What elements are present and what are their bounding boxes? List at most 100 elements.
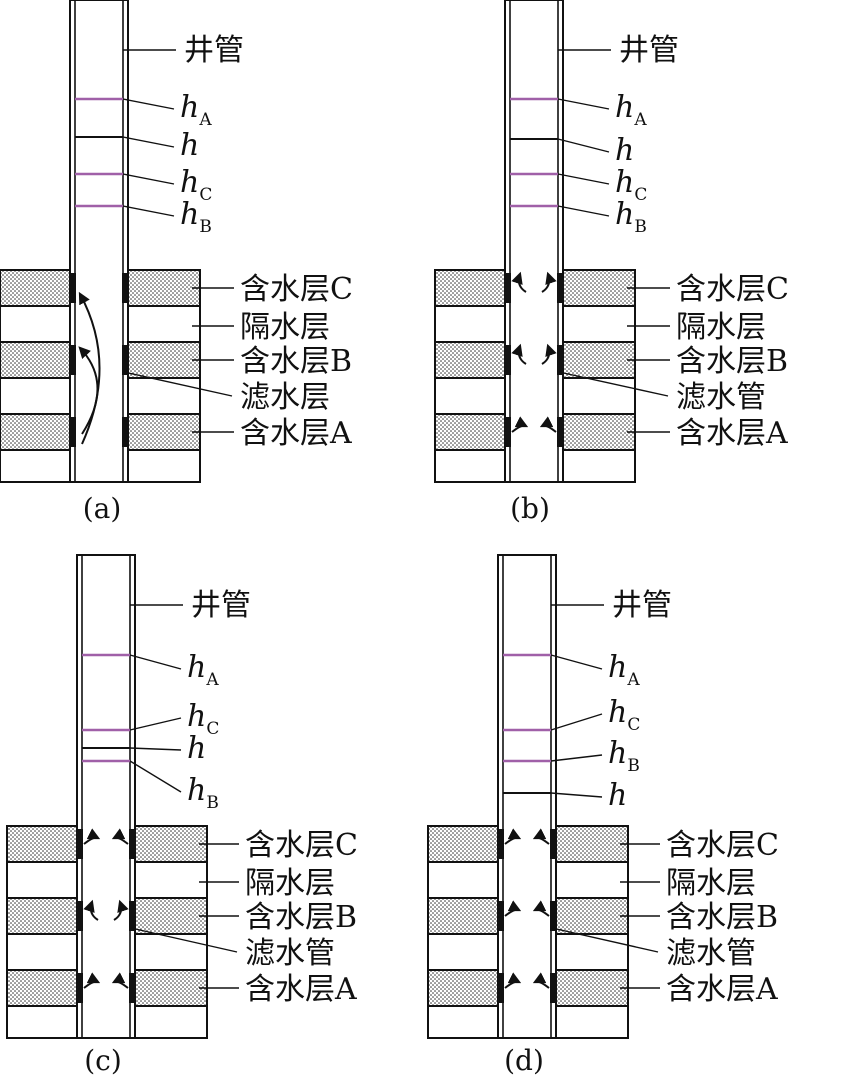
flow-arrow (541, 343, 557, 365)
aquitard-block (0, 449, 71, 483)
aquitard-block (562, 449, 636, 483)
filter-screen-right (122, 417, 127, 447)
leader-filter (551, 927, 659, 953)
aquitard-block (427, 1005, 499, 1039)
aquitard-block (134, 1005, 208, 1039)
aquitard-block (434, 449, 506, 483)
aquifer-block (127, 269, 201, 307)
filter-screen-left (71, 273, 76, 303)
label-well-pipe: 井管 (184, 33, 244, 68)
aquifer-block (6, 825, 78, 863)
aquitard-block (555, 933, 629, 971)
label-hB: hB (615, 197, 647, 237)
filter-screen-left (78, 973, 83, 1003)
leader-h (129, 747, 182, 751)
panel-caption: (d) (504, 1044, 544, 1077)
filter-screen-left (499, 973, 504, 1003)
aquitard-block (6, 933, 78, 971)
label-layer: 滤水管 (245, 936, 335, 971)
aquifer-block (434, 341, 506, 379)
aquifer-block (555, 897, 629, 935)
leader-h (122, 136, 175, 148)
flow-arrow (532, 972, 550, 989)
label-hA: hA (615, 90, 647, 130)
leader-filter (130, 927, 238, 953)
label-layer: 隔水层 (240, 310, 330, 345)
leader-hA (557, 98, 610, 110)
leader-hB (129, 760, 182, 793)
aquitard-block (555, 1005, 629, 1039)
flow-arrow (111, 972, 129, 989)
aquitard-block (127, 377, 201, 415)
aquitard-block (562, 377, 636, 415)
label-layer: 滤水层 (240, 380, 330, 415)
leader-hC (122, 173, 175, 185)
label-hA: hA (608, 650, 640, 690)
leader-filter (123, 371, 233, 397)
filter-screen-left (78, 901, 83, 931)
flow-arrow (541, 271, 557, 293)
leader-hB (122, 205, 175, 217)
label-layer: 含水层A (676, 416, 788, 451)
label-h: h (187, 731, 206, 766)
aquitard-block (127, 305, 201, 343)
label-hA: hA (180, 90, 212, 130)
label-layer: 含水层B (676, 344, 788, 379)
panel-caption: (c) (84, 1044, 122, 1077)
filter-screen-left (506, 273, 511, 303)
filter-screen-left (506, 417, 511, 447)
flow-arrow (532, 900, 550, 917)
aquitard-block (427, 933, 499, 971)
aquitard-block (127, 449, 201, 483)
label-layer: 滤水管 (676, 380, 766, 415)
filter-screen-right (557, 273, 562, 303)
label-layer: 含水层C (245, 828, 358, 863)
label-layer: 含水层A (240, 416, 352, 451)
leader-filter (558, 371, 669, 397)
aquifer-block (134, 969, 208, 1007)
label-well-pipe: 井管 (191, 588, 251, 623)
leader-hA (129, 654, 182, 670)
filter-screen-right (557, 345, 562, 375)
aquitard-block (555, 861, 629, 899)
label-hB: hB (608, 736, 640, 776)
label-layer: 隔水层 (666, 866, 756, 901)
aquifer-block (134, 825, 208, 863)
aquifer-block (434, 269, 506, 307)
flow-arrow (539, 416, 557, 433)
aquifer-block (427, 825, 499, 863)
flow-arrow (511, 343, 527, 365)
aquifer-block (134, 897, 208, 935)
filter-screen-right (129, 973, 134, 1003)
leader-hA (122, 98, 175, 110)
label-layer: 含水层A (245, 972, 357, 1007)
label-hC: hC (180, 165, 212, 205)
filter-screen-left (78, 829, 83, 859)
label-hB: hB (180, 197, 212, 237)
aquitard-block (0, 377, 71, 415)
filter-screen-left (71, 417, 76, 447)
filter-screen-right (129, 901, 134, 931)
filter-screen-left (506, 345, 511, 375)
aquifer-block (0, 413, 71, 451)
filter-screen-right (129, 829, 134, 859)
label-layer: 含水层C (666, 828, 779, 863)
aquitard-block (434, 305, 506, 343)
flow-arrow (504, 972, 522, 989)
label-layer: 含水层B (666, 900, 778, 935)
leader-hC (557, 173, 610, 185)
aquitard-block (6, 1005, 78, 1039)
aquifer-block (427, 897, 499, 935)
label-h: h (608, 778, 627, 813)
label-layer: 隔水层 (245, 866, 335, 901)
label-hC: hC (187, 699, 219, 739)
label-h: h (615, 133, 634, 168)
filter-screen-left (499, 829, 504, 859)
leader-h (550, 792, 603, 798)
aquifer-block (562, 269, 636, 307)
flow-arrow (111, 828, 129, 845)
